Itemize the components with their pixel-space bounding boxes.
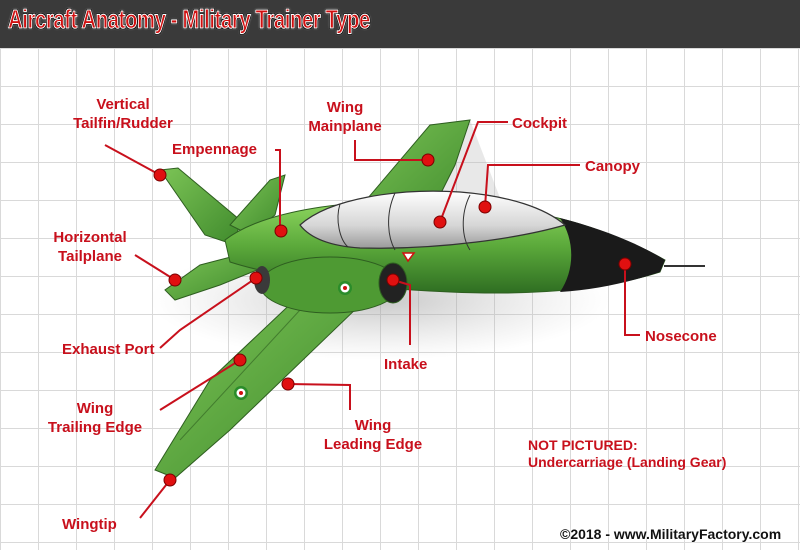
label-horizontal-tailplane: Horizontal Tailplane [53,229,127,265]
label-empennage: Empennage [172,141,258,158]
dot-wing-trailing-edge [233,353,247,367]
page-title: Aircraft Anatomy - Military Trainer Type [8,4,371,35]
dot-empennage [274,224,288,238]
dot-canopy [478,200,492,214]
roundel-icon [338,281,352,295]
note-body: Undercarriage (Landing Gear) [528,454,727,470]
label-wingtip: Wingtip [62,516,117,533]
anchor-dots [153,153,632,487]
wing-roundel-icon [234,386,248,400]
label-exhaust-port: Exhaust Port [62,341,155,358]
label-canopy: Canopy [585,158,641,175]
label-wing-trailing-edge: Wing Trailing Edge [47,400,143,436]
label-cockpit: Cockpit [512,115,568,132]
canopy-shape [299,190,567,249]
label-wing-mainplane: Wing Mainplane [308,99,382,135]
dot-wing-mainplane [421,153,435,167]
dot-exhaust-port [249,271,263,285]
dot-cockpit [433,215,447,229]
not-pictured-note: NOT PICTURED: Undercarriage (Landing Gea… [528,437,726,471]
label-nosecone: Nosecone [645,328,717,345]
label-intake: Intake [384,356,428,373]
warning-triangle-icon [401,252,416,263]
label-wing-leading-edge: Wing Leading Edge [323,417,423,453]
title-bar: Aircraft Anatomy - Military Trainer Type [0,0,800,48]
dot-wing-leading-edge [281,377,295,391]
label-vertical-tailfin: Vertical Tailfin/Rudder [73,96,173,132]
dot-horizontal-tailplane [168,273,182,287]
nosecone-shape [560,218,665,292]
dot-vertical-tailfin [153,168,167,182]
vertical-tailfin [159,167,241,246]
dot-wingtip [163,473,177,487]
dot-intake [386,273,400,287]
copyright-text: ©2018 - www.MilitaryFactory.com [560,526,782,542]
note-heading: NOT PICTURED: [528,437,638,453]
dot-nosecone [618,257,632,271]
leader-lines [104,121,640,519]
